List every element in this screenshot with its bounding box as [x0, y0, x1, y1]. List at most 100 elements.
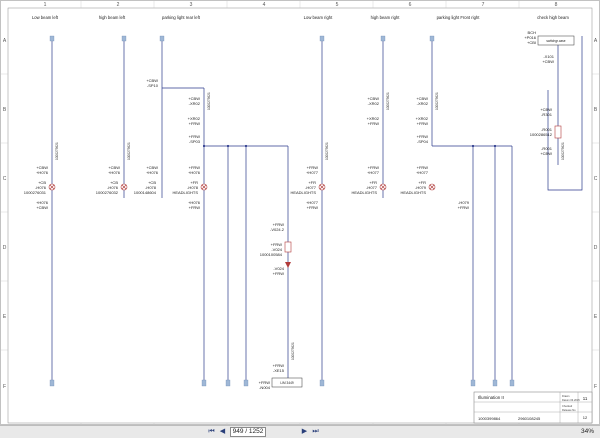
label: +H076: [36, 200, 49, 205]
label: +CBW: [540, 151, 552, 156]
label: +CBW: [36, 165, 48, 170]
drawing-title: Illumination II: [478, 395, 504, 400]
label: +FR: [308, 180, 316, 185]
wire-code: 1000275621: [291, 342, 295, 360]
label: 1000100584: [260, 252, 283, 257]
row-letter: A: [594, 38, 598, 44]
doc-number-right: 2960108245: [518, 416, 541, 421]
row-letter: D: [3, 245, 7, 251]
label: -V024: [273, 266, 284, 271]
label: -N004: [259, 385, 271, 390]
row-letter: E: [3, 314, 7, 320]
label: +CBW: [367, 96, 379, 101]
column-number: 5: [336, 2, 339, 8]
schematic-sheet: 1 2 3 4 5 6 7 8 A B C D E F A B C D E F …: [0, 0, 600, 425]
page-number-input[interactable]: 949 / 1252: [230, 427, 266, 437]
label: +H076: [36, 170, 49, 175]
label: 1000286512: [530, 132, 553, 137]
previous-page-button[interactable]: ◀: [219, 428, 226, 435]
label: -H079: [458, 200, 470, 205]
label: +FRW: [417, 134, 429, 139]
label: +CBW: [542, 59, 554, 64]
label: -SP04: [417, 139, 429, 144]
label: +H076: [108, 170, 121, 175]
next-page-button[interactable]: ▶: [301, 428, 308, 435]
sheet-sub-number: 12: [583, 415, 588, 420]
diode-component: [284, 241, 292, 268]
label: +FRW: [273, 363, 285, 368]
row-letter: C: [3, 176, 7, 182]
column-number: 2: [117, 2, 120, 8]
label: HEADLIGHTS: [400, 190, 426, 195]
label: +H076: [188, 170, 201, 175]
last-page-button[interactable]: ⏭: [312, 428, 319, 435]
row-letter: F: [3, 384, 6, 390]
wire-code: 1000275621: [325, 142, 329, 160]
column-number: 3: [190, 2, 193, 8]
label: +XR02: [367, 116, 380, 121]
label: +FRW: [458, 205, 470, 210]
section-header: parking light rear left: [162, 15, 201, 20]
wire-code: 1000275621: [435, 92, 439, 110]
section-header: Low beam left: [32, 15, 59, 20]
first-page-button[interactable]: ⏮: [208, 428, 215, 435]
label: +CB: [148, 180, 156, 185]
label: +CBW: [540, 107, 552, 112]
label: +H077: [367, 170, 380, 175]
label: -H079: [415, 185, 427, 190]
label: -R001: [541, 146, 553, 151]
label: +CB: [110, 180, 118, 185]
sheet-number: 11: [583, 396, 588, 401]
section-header: high beam right: [371, 15, 401, 20]
label: -H077: [366, 185, 378, 190]
module-box: [271, 377, 303, 388]
label: +FR: [418, 180, 426, 185]
label: +CBW: [416, 96, 428, 101]
label: 1000148604: [134, 190, 157, 195]
label: +CBI: [527, 40, 536, 45]
label: +FRW: [189, 121, 201, 126]
connector-blocks: [49, 35, 515, 387]
wire-code: 1000275621: [386, 92, 390, 110]
viewer-toolbar: ⏮ ◀ 949 / 1252 ▶ ⏭ 34%: [0, 425, 600, 438]
label: HEADLIGHTS: [290, 190, 316, 195]
zoom-level[interactable]: 34%: [580, 428, 594, 435]
lamp-icons: [48, 183, 436, 191]
label: -XR02: [368, 101, 380, 106]
label: +H077: [306, 170, 319, 175]
label: -XR02: [417, 101, 429, 106]
label: -H076: [35, 185, 47, 190]
label: +FRW: [417, 165, 429, 170]
label: +FR: [369, 180, 377, 185]
section-header: check high beam: [537, 15, 569, 20]
row-letter: A: [3, 38, 7, 44]
wire-code: 1000275621: [55, 142, 59, 160]
label: +FRW: [368, 121, 380, 126]
label: -H078: [145, 185, 157, 190]
label: -R301: [541, 112, 553, 117]
label: -X101: [543, 54, 554, 59]
label: -V024.2: [270, 227, 285, 232]
label: +CB: [38, 180, 46, 185]
column-number: 6: [409, 2, 412, 8]
label: +FRW: [273, 271, 285, 276]
row-letter: D: [594, 245, 598, 251]
row-letter: B: [594, 107, 598, 113]
section-header: high beam left: [99, 15, 126, 20]
label: +P016: [524, 35, 536, 40]
column-number: 8: [555, 2, 558, 8]
label: +FRW: [368, 165, 380, 170]
label: +CBW: [188, 96, 200, 101]
label: +CBW: [146, 165, 158, 170]
label: -XR02: [189, 101, 201, 106]
label: +CBW: [146, 78, 158, 83]
field-label: Release No: [562, 408, 576, 412]
label: 1000276031: [24, 190, 47, 195]
label: +FRW: [189, 134, 201, 139]
section-header: Low beam right: [304, 15, 333, 20]
switch-box: [537, 35, 575, 46]
title-block: Illumination II 1000399864 2960108245 Dr…: [473, 391, 593, 424]
label: -R001: [541, 127, 553, 132]
row-letter: B: [3, 107, 7, 113]
label: +XR02: [188, 116, 201, 121]
